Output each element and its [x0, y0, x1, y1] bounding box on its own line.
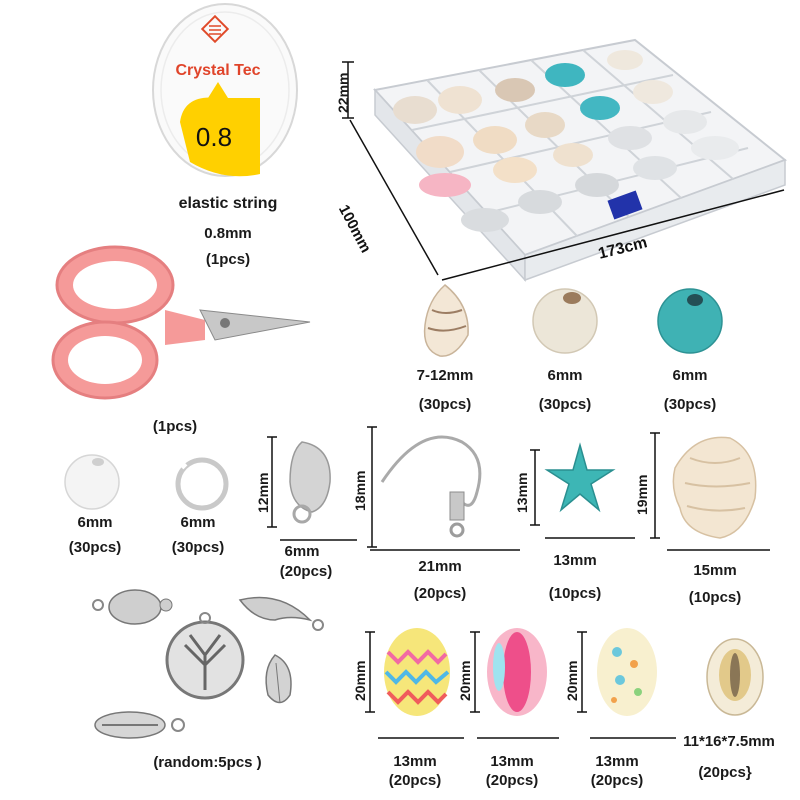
- spool-label: elastic string: [178, 195, 278, 212]
- ivory-bead-image: [532, 288, 598, 354]
- earring-hook-qty: (20pcs): [413, 585, 467, 602]
- turquoise-bead-image: [657, 288, 723, 354]
- scissors-qty: (1pcs): [152, 418, 198, 435]
- small-shell-qty: (30pcs): [418, 396, 472, 413]
- zigzag-cowrie-width: 13mm: [393, 753, 437, 770]
- earring-hook-image: [367, 426, 520, 551]
- zigzag-cowrie-image: [365, 628, 464, 739]
- jump-ring-size: 6mm: [180, 514, 216, 531]
- ivory-bead-size: 6mm: [547, 367, 583, 384]
- pink-cowrie-height: 20mm: [457, 660, 473, 701]
- starfish-image: [530, 442, 635, 539]
- scallop-shell-width: 15mm: [693, 562, 737, 579]
- spool-qty: (1pcs): [205, 251, 251, 268]
- pink-cowrie-qty: (20pcs): [485, 772, 539, 789]
- lobster-clasp-qty: (20pcs): [279, 563, 333, 580]
- pink-cowrie-image: [470, 628, 559, 739]
- spool-image: [152, 3, 298, 177]
- zigzag-cowrie-height: 20mm: [352, 660, 368, 701]
- box-dimension-lines: [342, 61, 785, 281]
- earring-hook-width: 21mm: [418, 558, 462, 575]
- dolphin-charm-icon: [238, 596, 324, 631]
- zigzag-cowrie-qty: (20pcs): [388, 772, 442, 789]
- natural-cowrie-image: [706, 638, 764, 716]
- scallop-shell-height: 19mm: [634, 474, 650, 515]
- scissors-image: [51, 245, 311, 400]
- small-shell-size: 7-12mm: [416, 367, 474, 384]
- pearl-bead-qty: (30pcs): [68, 539, 122, 556]
- pink-cowrie-width: 13mm: [490, 753, 534, 770]
- scallop-shell-qty: (10pcs): [688, 589, 742, 606]
- starfish-height: 13mm: [514, 472, 530, 513]
- tree-of-life-charm-icon: [165, 612, 245, 700]
- speckled-cowrie-height: 20mm: [564, 660, 580, 701]
- lobster-clasp-image: [267, 436, 357, 541]
- natural-cowrie-qty: (20pcs}: [698, 764, 752, 781]
- natural-cowrie-size: 11*16*7.5mm: [683, 733, 775, 750]
- turquoise-bead-qty: (30pcs): [663, 396, 717, 413]
- spool-dim: 0.8mm: [204, 225, 252, 242]
- small-shell-image: [423, 284, 469, 357]
- box-image: [373, 38, 788, 282]
- starfish-width: 13mm: [553, 552, 597, 569]
- turtle-charm-icon: [92, 589, 173, 625]
- charms-qty: (random:5pcs ): [153, 754, 262, 771]
- pearl-bead-image: [64, 454, 120, 510]
- speckled-cowrie-image: [577, 628, 676, 739]
- scallop-shell-image: [650, 432, 770, 551]
- pearl-bead-size: 6mm: [77, 514, 113, 531]
- spool-size: 0.8: [195, 122, 233, 152]
- jump-ring-image: [175, 457, 229, 511]
- speckled-cowrie-qty: (20pcs): [590, 772, 644, 789]
- jump-ring-qty: (30pcs): [171, 539, 225, 556]
- ivory-bead-qty: (30pcs): [538, 396, 592, 413]
- earring-hook-height: 18mm: [352, 470, 368, 511]
- charms-image: [92, 589, 324, 739]
- starfish-qty: (10pcs): [548, 585, 602, 602]
- speckled-cowrie-width: 13mm: [595, 753, 639, 770]
- turquoise-bead-size: 6mm: [672, 367, 708, 384]
- lobster-clasp-height: 12mm: [255, 472, 271, 513]
- leaf-charm-icon: [265, 654, 292, 704]
- cowrie-charm-icon: [94, 711, 185, 739]
- spool-brand: Crystal Tec: [175, 62, 261, 79]
- lobster-clasp-width: 6mm: [284, 543, 320, 560]
- box-height-label: 22mm: [335, 72, 351, 113]
